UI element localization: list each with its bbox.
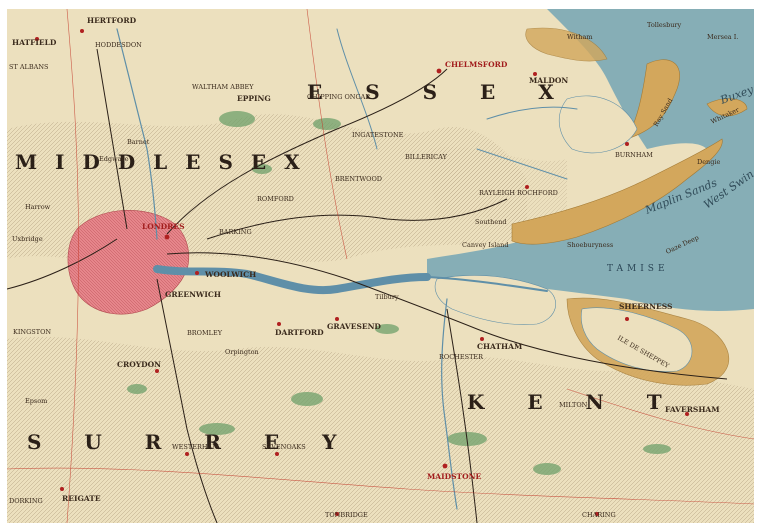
county-label-kent: K E N T: [467, 390, 680, 414]
county-label-middlesex: MIDDLESEX: [15, 150, 318, 174]
label-sevenoaks: SEVENOAKS: [262, 443, 306, 451]
label-harrow: Harrow: [25, 203, 51, 211]
map-frame: MIDDLESEX E S S E X S U R R E Y K E N T …: [7, 9, 754, 523]
label-woolwich: WOOLWICH: [204, 270, 256, 279]
label-reigate: REIGATE: [62, 494, 101, 503]
label-barnet: Barnet: [127, 138, 150, 146]
label-chatham: CHATHAM: [477, 342, 522, 351]
label-hoddesdon: HODDESDON: [95, 41, 142, 49]
label-maidstone: MAIDSTONE: [427, 472, 482, 481]
label-hertford: HERTFORD: [87, 16, 137, 25]
label-milton: MILTON: [559, 401, 588, 409]
label-waltham-abbey: WALTHAM ABBEY: [192, 83, 254, 91]
roads: [7, 9, 754, 523]
label-kingston: KINGSTON: [13, 328, 51, 336]
label-bromley: BROMLEY: [187, 329, 223, 337]
label-barking: BARKING: [219, 228, 252, 236]
label-maldon: MALDON: [529, 76, 568, 85]
label-rochford: ROCHFORD: [517, 189, 558, 197]
map-canvas[interactable]: MIDDLESEX E S S E X S U R R E Y K E N T …: [7, 9, 754, 523]
label-chipping-ongar: CHIPPING ONGAR: [307, 93, 371, 101]
label-witham: Witham: [567, 33, 592, 41]
rivers: [116, 28, 578, 510]
label-rochester: ROCHESTER: [439, 353, 484, 361]
label-faversham: FAVERSHAM: [665, 405, 720, 414]
label-thames: TAMISE: [607, 264, 669, 274]
label-dengie: Dengie: [697, 158, 720, 166]
county-label-essex: E S S E X: [307, 80, 572, 104]
label-southend: Southend: [475, 218, 507, 226]
label-london: LONDRES: [142, 222, 185, 231]
town-markers: [35, 29, 689, 516]
label-burnham: BURNHAM: [615, 151, 653, 159]
label-tonbridge: TONBRIDGE: [325, 511, 368, 519]
label-brentwood: BRENTWOOD: [335, 175, 382, 183]
label-gravesend: GRAVESEND: [327, 322, 381, 331]
label-westerham: WESTERHAM: [172, 443, 219, 451]
label-croydon: CROYDON: [117, 360, 161, 369]
label-mersea: Mersea I.: [707, 33, 738, 41]
label-rayleigh: RAYLEIGH: [479, 189, 515, 197]
label-canvey-island: Canvey Island: [462, 241, 509, 249]
label-st-albans: ST ALBANS: [9, 63, 48, 71]
label-uxbridge: Uxbridge: [12, 235, 43, 243]
label-dorking: DORKING: [9, 497, 43, 505]
railways: [7, 48, 728, 523]
label-romford: ROMFORD: [257, 195, 294, 203]
label-greenwich: GREENWICH: [165, 290, 221, 299]
county-label-surrey: S U R R E Y: [27, 430, 354, 454]
label-shoeburyness: Shoeburyness: [567, 241, 613, 249]
label-hatfield: HATFIELD: [12, 38, 57, 47]
label-billericay: BILLERICAY: [405, 153, 448, 161]
label-epping: EPPING: [237, 94, 271, 103]
label-edgware: Edgware: [99, 155, 129, 163]
label-chelmsford: CHELMSFORD: [445, 60, 508, 69]
label-tollesbury: Tollesbury: [647, 21, 682, 29]
label-sheerness: SHEERNESS: [619, 302, 672, 311]
county-labels: MIDDLESEX E S S E X S U R R E Y K E N T: [15, 80, 680, 454]
label-charing: CHARING: [582, 511, 616, 519]
label-epsom: Epsom: [25, 397, 47, 405]
river-thames: [153, 265, 431, 295]
label-tilbury: Tilbury: [375, 293, 399, 301]
forest-patches: [127, 111, 671, 475]
label-dartford: DARTFORD: [275, 328, 324, 337]
label-ingatestone: INGATESTONE: [352, 131, 404, 139]
label-orpington: Orpington: [225, 348, 259, 356]
